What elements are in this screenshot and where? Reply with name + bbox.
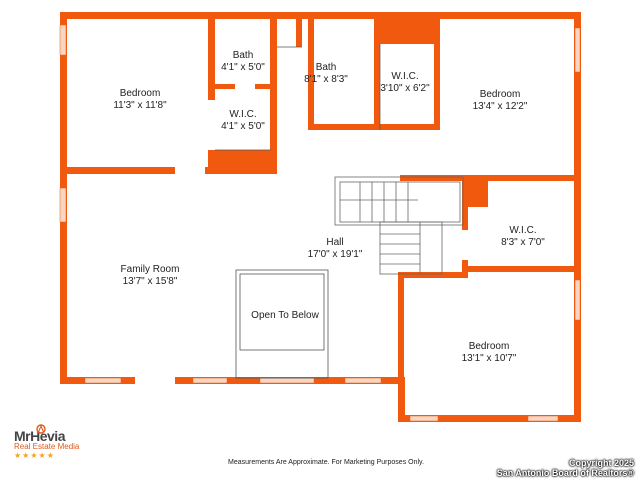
room-dims: 8'3" x 7'0" — [501, 237, 545, 248]
house-icon — [36, 424, 46, 434]
logo-subtitle: Real Estate Media — [14, 442, 80, 451]
room-name: W.I.C. — [229, 109, 257, 120]
stairs — [334, 176, 464, 275]
room-dims: 3'10" x 6'2" — [380, 83, 430, 94]
room-name: Bedroom — [468, 341, 510, 352]
room-dims: 4'1" x 5'0" — [221, 62, 265, 73]
room-wic-3: W.I.C. 8'3" x 7'0" — [485, 225, 561, 249]
company-logo: MrHevia Real Estate Media ★★★★★ — [14, 424, 94, 460]
room-dims: 17'0" x 19'1" — [307, 249, 363, 260]
room-bath-2: Bath 8'1" x 8'3" — [296, 62, 356, 86]
room-name: Bedroom — [479, 89, 521, 100]
windows — [59, 24, 581, 422]
room-bedroom-ne: Bedroom 13'4" x 12'2" — [455, 89, 545, 113]
door-openings — [135, 100, 468, 384]
logo-name-left: Mr — [14, 428, 31, 444]
room-dims: 13'7" x 15'8" — [122, 276, 178, 287]
room-wic-2: W.I.C. 3'10" x 6'2" — [372, 71, 438, 95]
room-dims: 4'1" x 5'0" — [221, 121, 265, 132]
room-hall: Hall 17'0" x 19'1" — [293, 237, 377, 261]
room-name: Bedroom — [119, 88, 161, 99]
room-name: Bath — [232, 50, 254, 61]
room-dims: 13'4" x 12'2" — [472, 101, 528, 112]
room-bath-1: Bath 4'1" x 5'0" — [208, 50, 278, 74]
open-to-below-label: Open To Below — [251, 310, 319, 321]
open-to-below-box — [235, 269, 329, 379]
room-dims: 11'3" x 11'8" — [113, 100, 167, 111]
star-rating-icon: ★★★★★ — [14, 451, 55, 460]
room-dims: 13'1" x 10'7" — [461, 353, 517, 364]
room-dims: 8'1" x 8'3" — [304, 74, 348, 85]
room-family-room: Family Room 13'7" x 15'8" — [100, 264, 200, 288]
room-bedroom-nw: Bedroom 11'3" x 11'8" — [90, 88, 190, 112]
copyright: Copyright 2025 San Antonio Board of Real… — [497, 458, 634, 478]
room-name: W.I.C. — [391, 71, 419, 82]
room-name: Family Room — [120, 264, 180, 275]
disclaimer: Measurements Are Approximate. For Market… — [228, 459, 424, 466]
room-name: Bath — [315, 62, 337, 73]
interior-lines — [215, 44, 381, 151]
copyright-line-2: San Antonio Board of Realtors® — [496, 468, 634, 478]
copyright-line-1: Copyright 2025 — [568, 458, 634, 468]
room-bedroom-se: Bedroom 13'1" x 10'7" — [442, 341, 536, 365]
room-wic-1: W.I.C. 4'1" x 5'0" — [208, 109, 278, 133]
room-name: Hall — [326, 237, 344, 248]
room-name: W.I.C. — [509, 225, 537, 236]
